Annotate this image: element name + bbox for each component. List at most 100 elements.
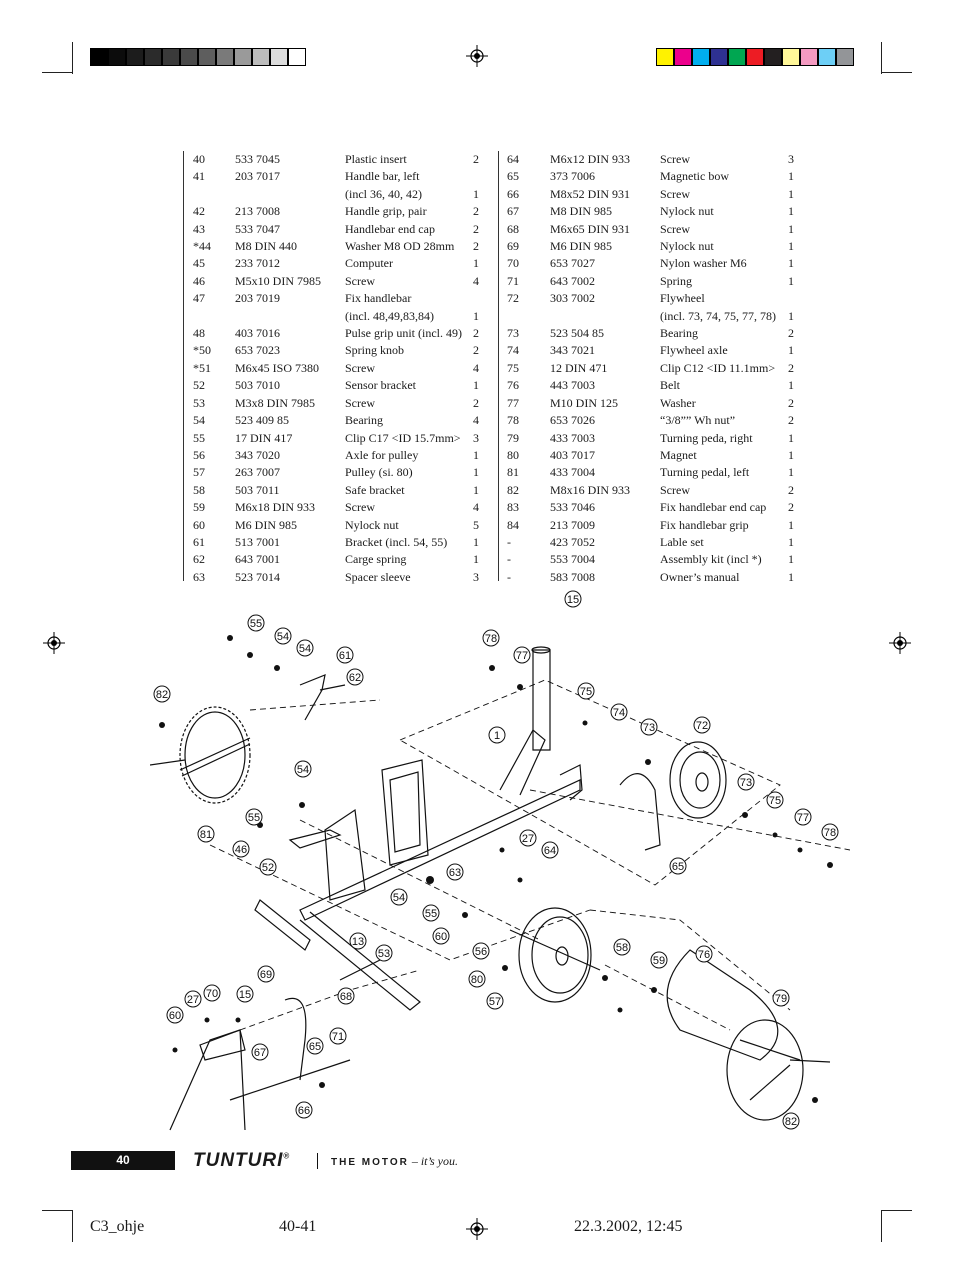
part-code: 583 7008: [550, 569, 595, 584]
part-description: Assembly kit (incl *): [660, 552, 762, 567]
part-code: 653 7023: [235, 343, 280, 358]
part-description: Fix handlebar end cap: [660, 500, 767, 515]
swatch: [108, 48, 126, 66]
part-callout: 64: [541, 841, 559, 859]
callout-label: 53: [378, 948, 390, 960]
callout-label: 75: [769, 795, 781, 807]
part-code: 533 7045: [235, 152, 280, 166]
table-row: (incl. 48,49,83,84)1: [193, 308, 483, 325]
part-number: 82: [507, 482, 519, 497]
part-number: 55: [193, 430, 205, 445]
part-description: Nylock nut: [660, 204, 714, 219]
part-code: M6x45 ISO 7380: [235, 360, 320, 375]
part-quantity: 2: [473, 343, 479, 358]
swatch: [162, 48, 180, 66]
part-quantity: 5: [473, 517, 479, 532]
part-code: [550, 308, 660, 325]
part-callout: 75: [766, 791, 784, 809]
part-quantity: 2: [473, 221, 479, 236]
part-number: 79: [507, 430, 519, 445]
part-quantity: 1: [788, 569, 794, 584]
part-description: Safe bracket: [345, 482, 405, 497]
tagline-dash: –: [408, 1154, 421, 1168]
tagline: THE MOTOR – it’s you.: [331, 1154, 458, 1169]
part-description: Pulley (si. 80): [345, 465, 413, 480]
part-code: M6x12 DIN 933: [550, 152, 630, 166]
part-code: 303 7002: [550, 291, 595, 306]
part-number: 66: [507, 186, 519, 201]
part-quantity: 1: [473, 378, 479, 393]
pulley: [509, 907, 601, 1003]
callout-label: 75: [580, 686, 592, 698]
assembly-guides: [209, 679, 850, 1031]
callout-label: 68: [340, 991, 352, 1003]
callout-label: 80: [471, 974, 483, 986]
swatch: [656, 48, 674, 66]
part-callout: 77: [794, 808, 812, 826]
part-number: 46: [193, 273, 205, 288]
part-number: 62: [193, 552, 205, 567]
part-callout: 55: [422, 904, 440, 922]
part-callout: 72: [693, 716, 711, 734]
part-code: 533 7047: [235, 221, 280, 236]
swatch: [692, 48, 710, 66]
callout-label: 78: [824, 827, 836, 839]
part-code: 523 409 85: [235, 413, 289, 428]
part-callout: 69: [257, 965, 275, 983]
tagline-motor: THE MOTOR: [331, 1157, 409, 1168]
part-callout: 27: [184, 990, 202, 1008]
registered-mark: ®: [283, 1151, 291, 1161]
callout-label: 13: [352, 936, 364, 948]
callout-label: 76: [698, 949, 710, 961]
part-code: 523 504 85: [550, 326, 604, 341]
swatch: [198, 48, 216, 66]
swatch: [234, 48, 252, 66]
part-code: 423 7052: [550, 534, 595, 549]
part-number: 53: [193, 395, 205, 410]
registration-mark-right: [889, 632, 911, 654]
callout-label: 54: [393, 892, 405, 904]
part-code: M8 DIN 440: [235, 239, 297, 254]
part-code: 503 7011: [235, 482, 280, 497]
part-description: Pulse grip unit (incl. 49): [345, 326, 462, 341]
part-quantity: 1: [788, 273, 794, 288]
part-number: 81: [507, 465, 519, 480]
part-description: Screw: [345, 500, 375, 515]
part-description: Handle bar, left: [345, 169, 420, 184]
part-quantity: 1: [473, 186, 479, 201]
part-description: Flywheel axle: [660, 343, 728, 358]
callout-label: 54: [299, 643, 311, 655]
slug-file: C3_ohje: [90, 1218, 145, 1235]
swatch: [818, 48, 836, 66]
part-callout: 70: [203, 984, 221, 1002]
part-description: Belt: [660, 378, 680, 393]
part-quantity: 1: [788, 517, 794, 532]
callout-label: 55: [250, 618, 262, 630]
registration-mark-left: [43, 632, 65, 654]
gray-swatch-bar: [90, 48, 306, 66]
callout-label: 60: [169, 1010, 181, 1022]
part-number: 71: [507, 273, 519, 288]
part-number: *44: [193, 239, 211, 254]
part-number: 75: [507, 360, 519, 375]
part-quantity: 1: [788, 221, 794, 236]
tagline-rest: it’s you.: [420, 1154, 458, 1168]
part-description: Screw: [345, 273, 375, 288]
part-quantity: 1: [788, 465, 794, 480]
